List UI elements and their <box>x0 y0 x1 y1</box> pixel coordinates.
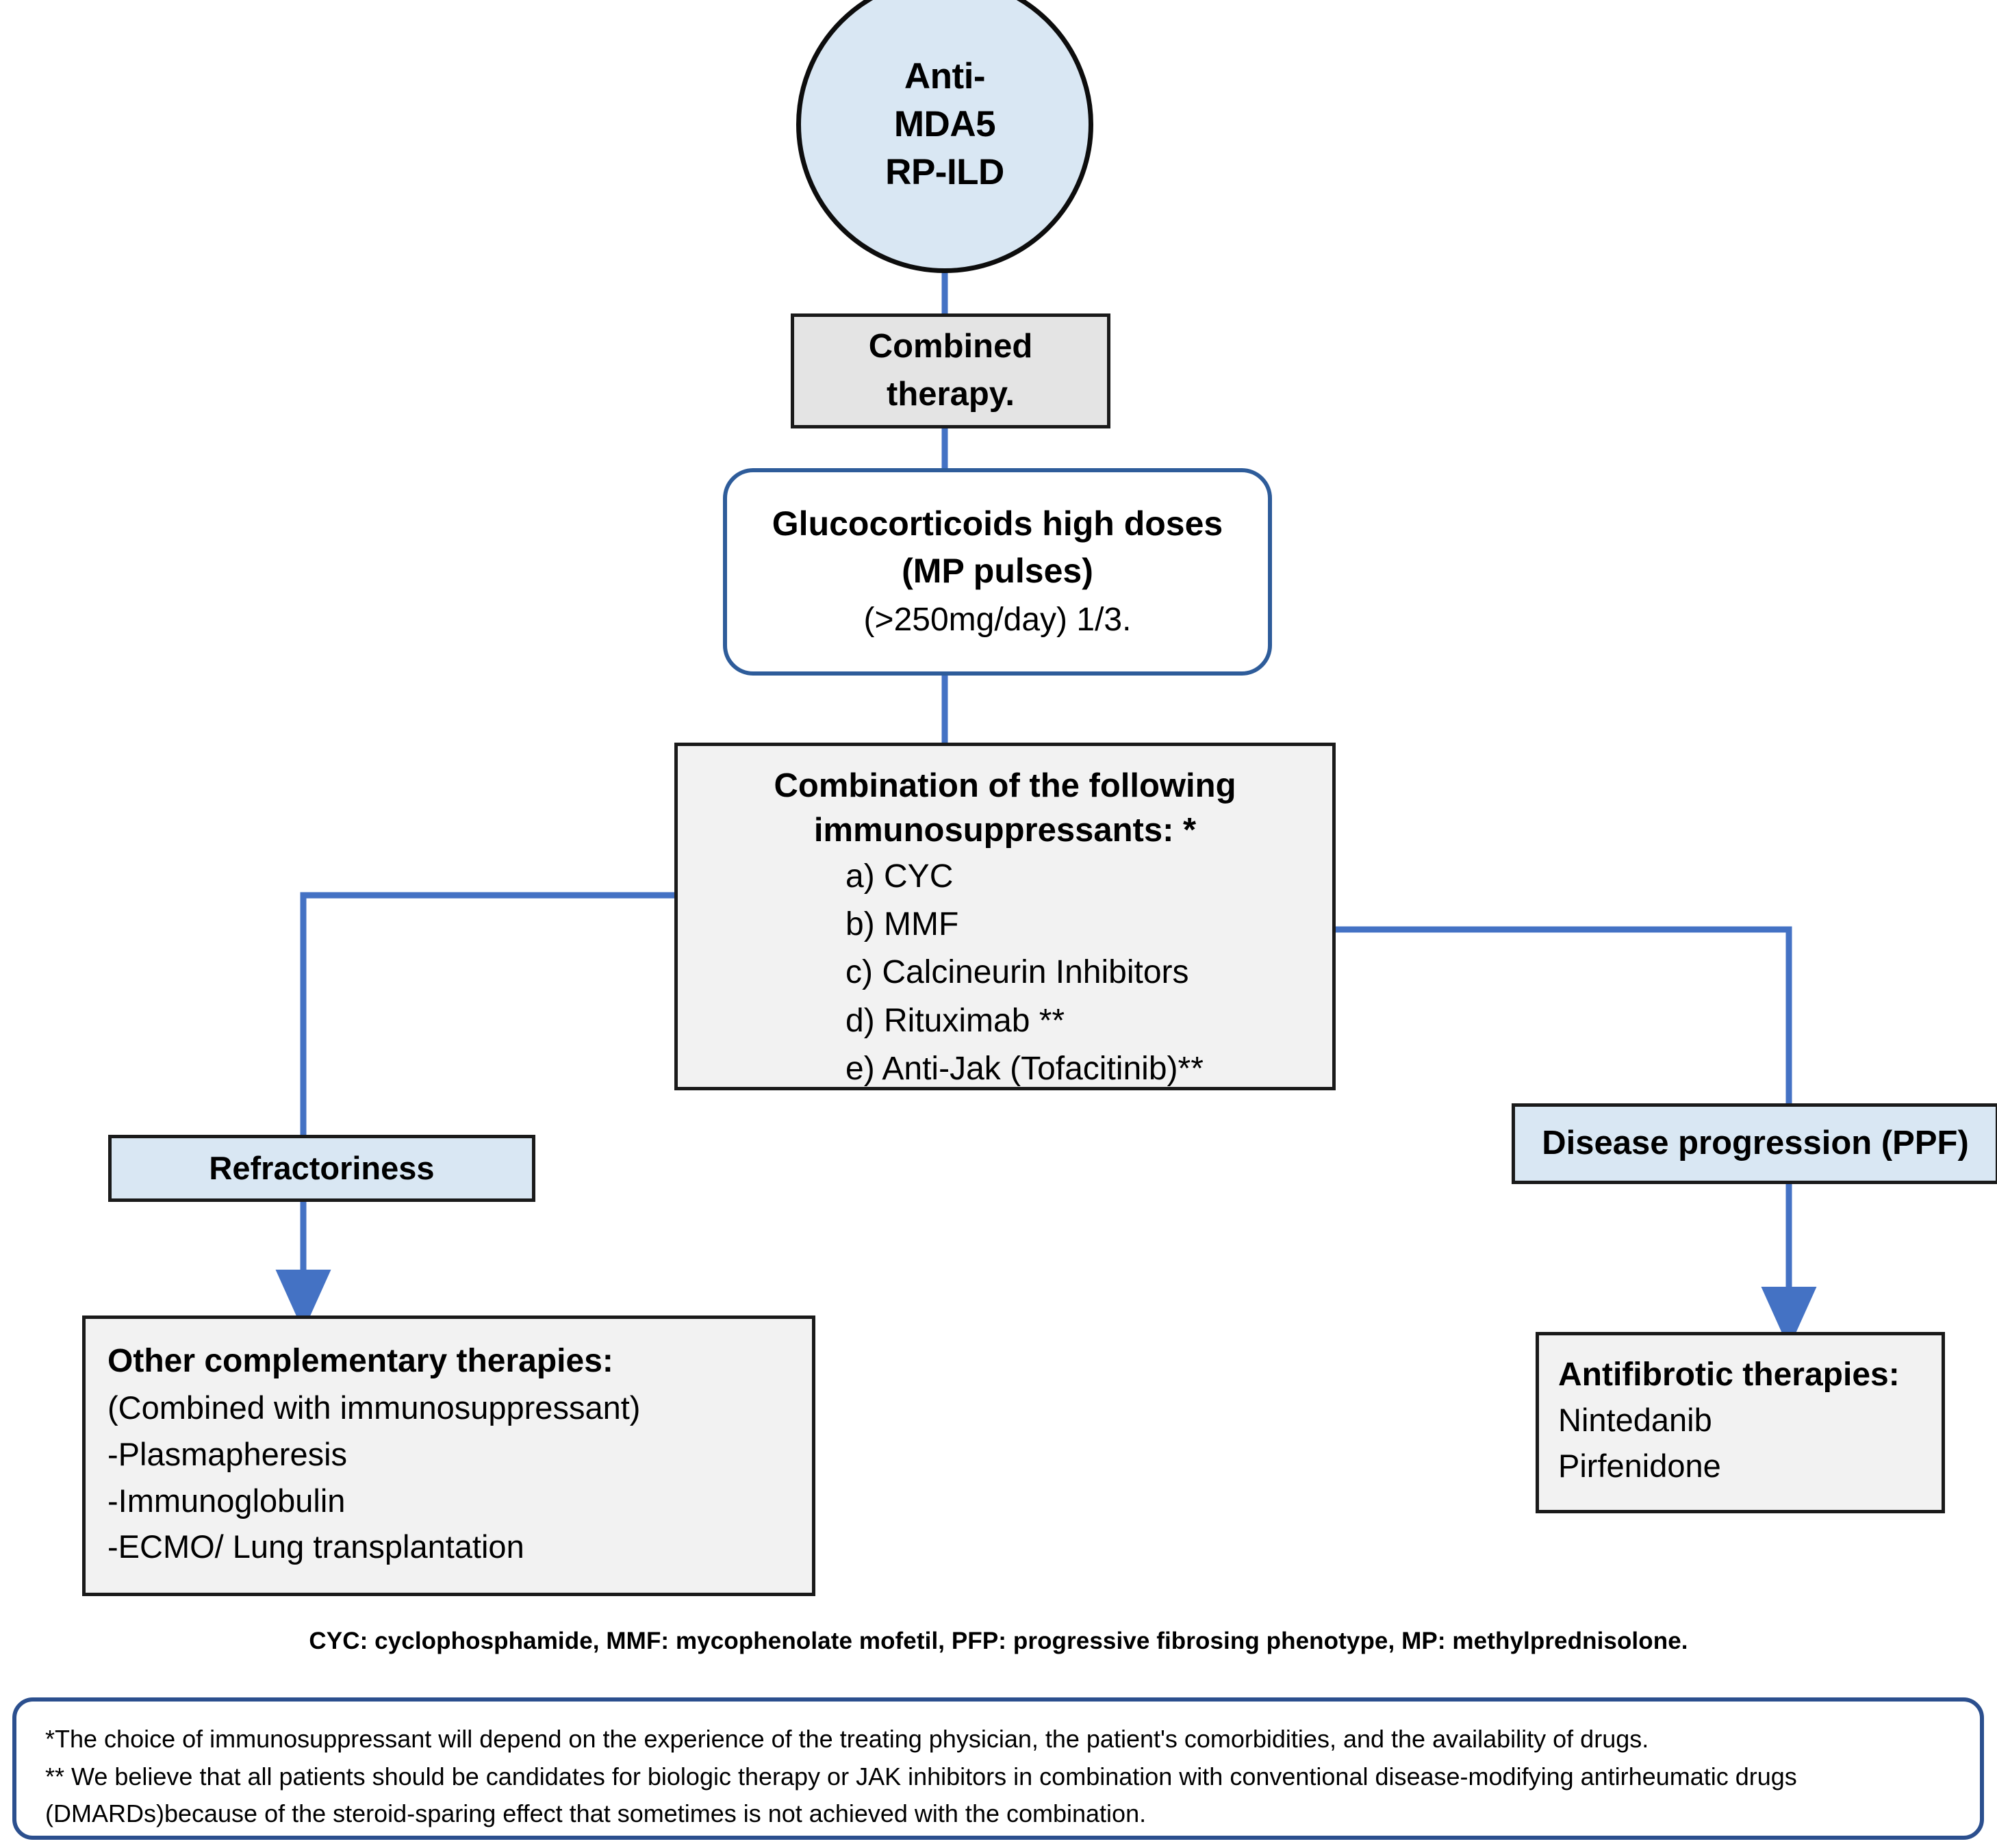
gluco-label-line1: Glucocorticoids high doses <box>772 504 1223 543</box>
footnote-line-1: *The choice of immunosuppressant will de… <box>45 1725 1649 1753</box>
disease-progression-label: Disease progression (PPF) <box>1542 1125 1969 1162</box>
gluco-label-line3: (>250mg/day) 1/3. <box>863 602 1132 639</box>
start-label-line2: MDA5 <box>893 104 996 145</box>
node-antifibrotic-therapies[interactable]: Antifibrotic therapies: Nintedanib Pirfe… <box>1536 1332 1945 1513</box>
complementary-item-ecmo: -ECMO/ Lung transplantation <box>107 1528 524 1565</box>
connector-immuno-to-refractoriness <box>300 892 674 1135</box>
start-label-line1: Anti- <box>904 56 986 97</box>
node-immunosuppressant-combination[interactable]: Combination of the following immunosuppr… <box>674 743 1336 1090</box>
refractoriness-label: Refractoriness <box>209 1150 435 1187</box>
antifibrotic-heading: Antifibrotic therapies: <box>1558 1357 1900 1393</box>
node-combined-therapy[interactable]: Combined therapy. <box>791 313 1110 428</box>
antifibrotic-item-nintedanib: Nintedanib <box>1558 1402 1712 1439</box>
immuno-heading-line2: immunosuppressants: * <box>813 812 1197 849</box>
node-disease-progression[interactable]: Disease progression (PPF) <box>1512 1103 1997 1184</box>
complementary-heading: Other complementary therapies: <box>107 1343 613 1379</box>
complementary-item-immunoglobulin: -Immunoglobulin <box>107 1482 346 1519</box>
complementary-item-combined: (Combined with immunosuppressant) <box>107 1389 641 1426</box>
gluco-label-line2: (MP pulses) <box>902 552 1093 591</box>
footnote-box: *The choice of immunosuppressant will de… <box>12 1697 1984 1840</box>
immuno-option-d: d) Rituximab ** <box>845 1002 1065 1039</box>
node-other-complementary-therapies[interactable]: Other complementary therapies: (Combined… <box>82 1316 815 1596</box>
abbreviation-legend: CYC: cyclophosphamide, MMF: mycophenolat… <box>309 1628 1688 1654</box>
start-label-line3: RP-ILD <box>885 151 1004 192</box>
antifibrotic-item-pirfenidone: Pirfenidone <box>1558 1447 1721 1484</box>
node-glucocorticoids-high-doses[interactable]: Glucocorticoids high doses (MP pulses) (… <box>723 468 1272 676</box>
combined-label-line1: Combined <box>868 328 1033 365</box>
immuno-option-b: b) MMF <box>845 906 959 943</box>
node-refractoriness[interactable]: Refractoriness <box>108 1135 535 1202</box>
combined-label-line2: therapy. <box>887 376 1015 413</box>
footnote-line-3: (DMARDs)because of the steroid-sparing e… <box>45 1799 1147 1828</box>
immuno-heading-line1: Combination of the following <box>774 767 1236 804</box>
immuno-option-c: c) Calcineurin Inhibitors <box>845 954 1189 991</box>
complementary-item-plasmapheresis: -Plasmapheresis <box>107 1435 348 1472</box>
connector-immuno-to-progression <box>1336 926 1792 1105</box>
footnote-line-2: ** We believe that all patients should b… <box>45 1762 1797 1791</box>
immuno-option-e: e) Anti-Jak (Tofacitinib)** <box>845 1050 1204 1087</box>
node-anti-mda5-rp-ild[interactable]: Anti- MDA5 RP-ILD <box>796 0 1093 273</box>
immuno-option-a: a) CYC <box>845 858 954 895</box>
